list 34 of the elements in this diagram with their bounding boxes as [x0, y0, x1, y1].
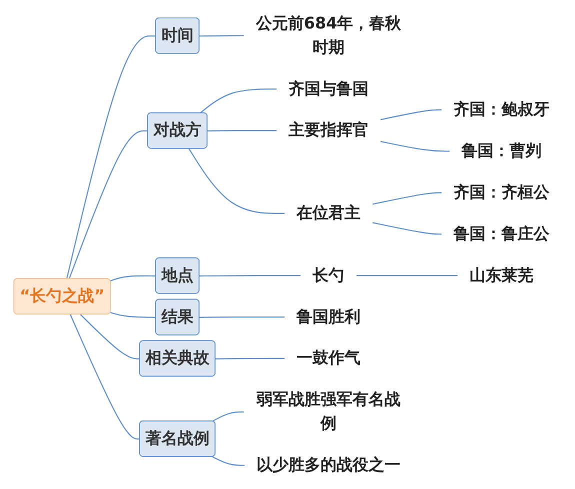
connector [199, 275, 301, 276]
connector [356, 275, 458, 276]
connector [212, 456, 245, 466]
connector [188, 148, 285, 214]
connector [70, 314, 140, 440]
node-text: 长勺 [312, 266, 345, 285]
connector [372, 192, 442, 205]
node-text: 公元前684年，春秋时期 [256, 14, 402, 57]
connector [212, 411, 244, 422]
node-text: 在位君主 [296, 204, 361, 223]
node-text: 鲁国：鲁庄公 [454, 225, 550, 244]
connector [372, 222, 442, 235]
connector [207, 130, 277, 132]
connector [68, 130, 148, 280]
connector [110, 275, 156, 282]
node-text: 弱军战胜强军有名战例 [256, 390, 401, 434]
node-text: 齐国：齐桓公 [454, 184, 550, 202]
connector [199, 35, 244, 37]
connector [200, 88, 277, 114]
connector [380, 109, 442, 120]
connector [215, 358, 285, 360]
connector [80, 314, 140, 360]
node-text: 齐国：鲍叔牙 [454, 100, 550, 119]
node-text: 齐国与鲁国 [288, 80, 369, 98]
connector [199, 316, 285, 318]
node-text: 以少胜多的战役之一 [256, 456, 401, 474]
node-text: 鲁国：曹刿 [462, 142, 542, 160]
connector [110, 312, 156, 318]
node-text: 山东莱芜 [470, 266, 534, 285]
connector [380, 140, 450, 152]
node-text: 鲁国胜利 [296, 308, 361, 326]
connector [66, 35, 156, 279]
node-text: 主要指挥官 [288, 121, 369, 140]
node-text: 一鼓作气 [296, 349, 361, 368]
